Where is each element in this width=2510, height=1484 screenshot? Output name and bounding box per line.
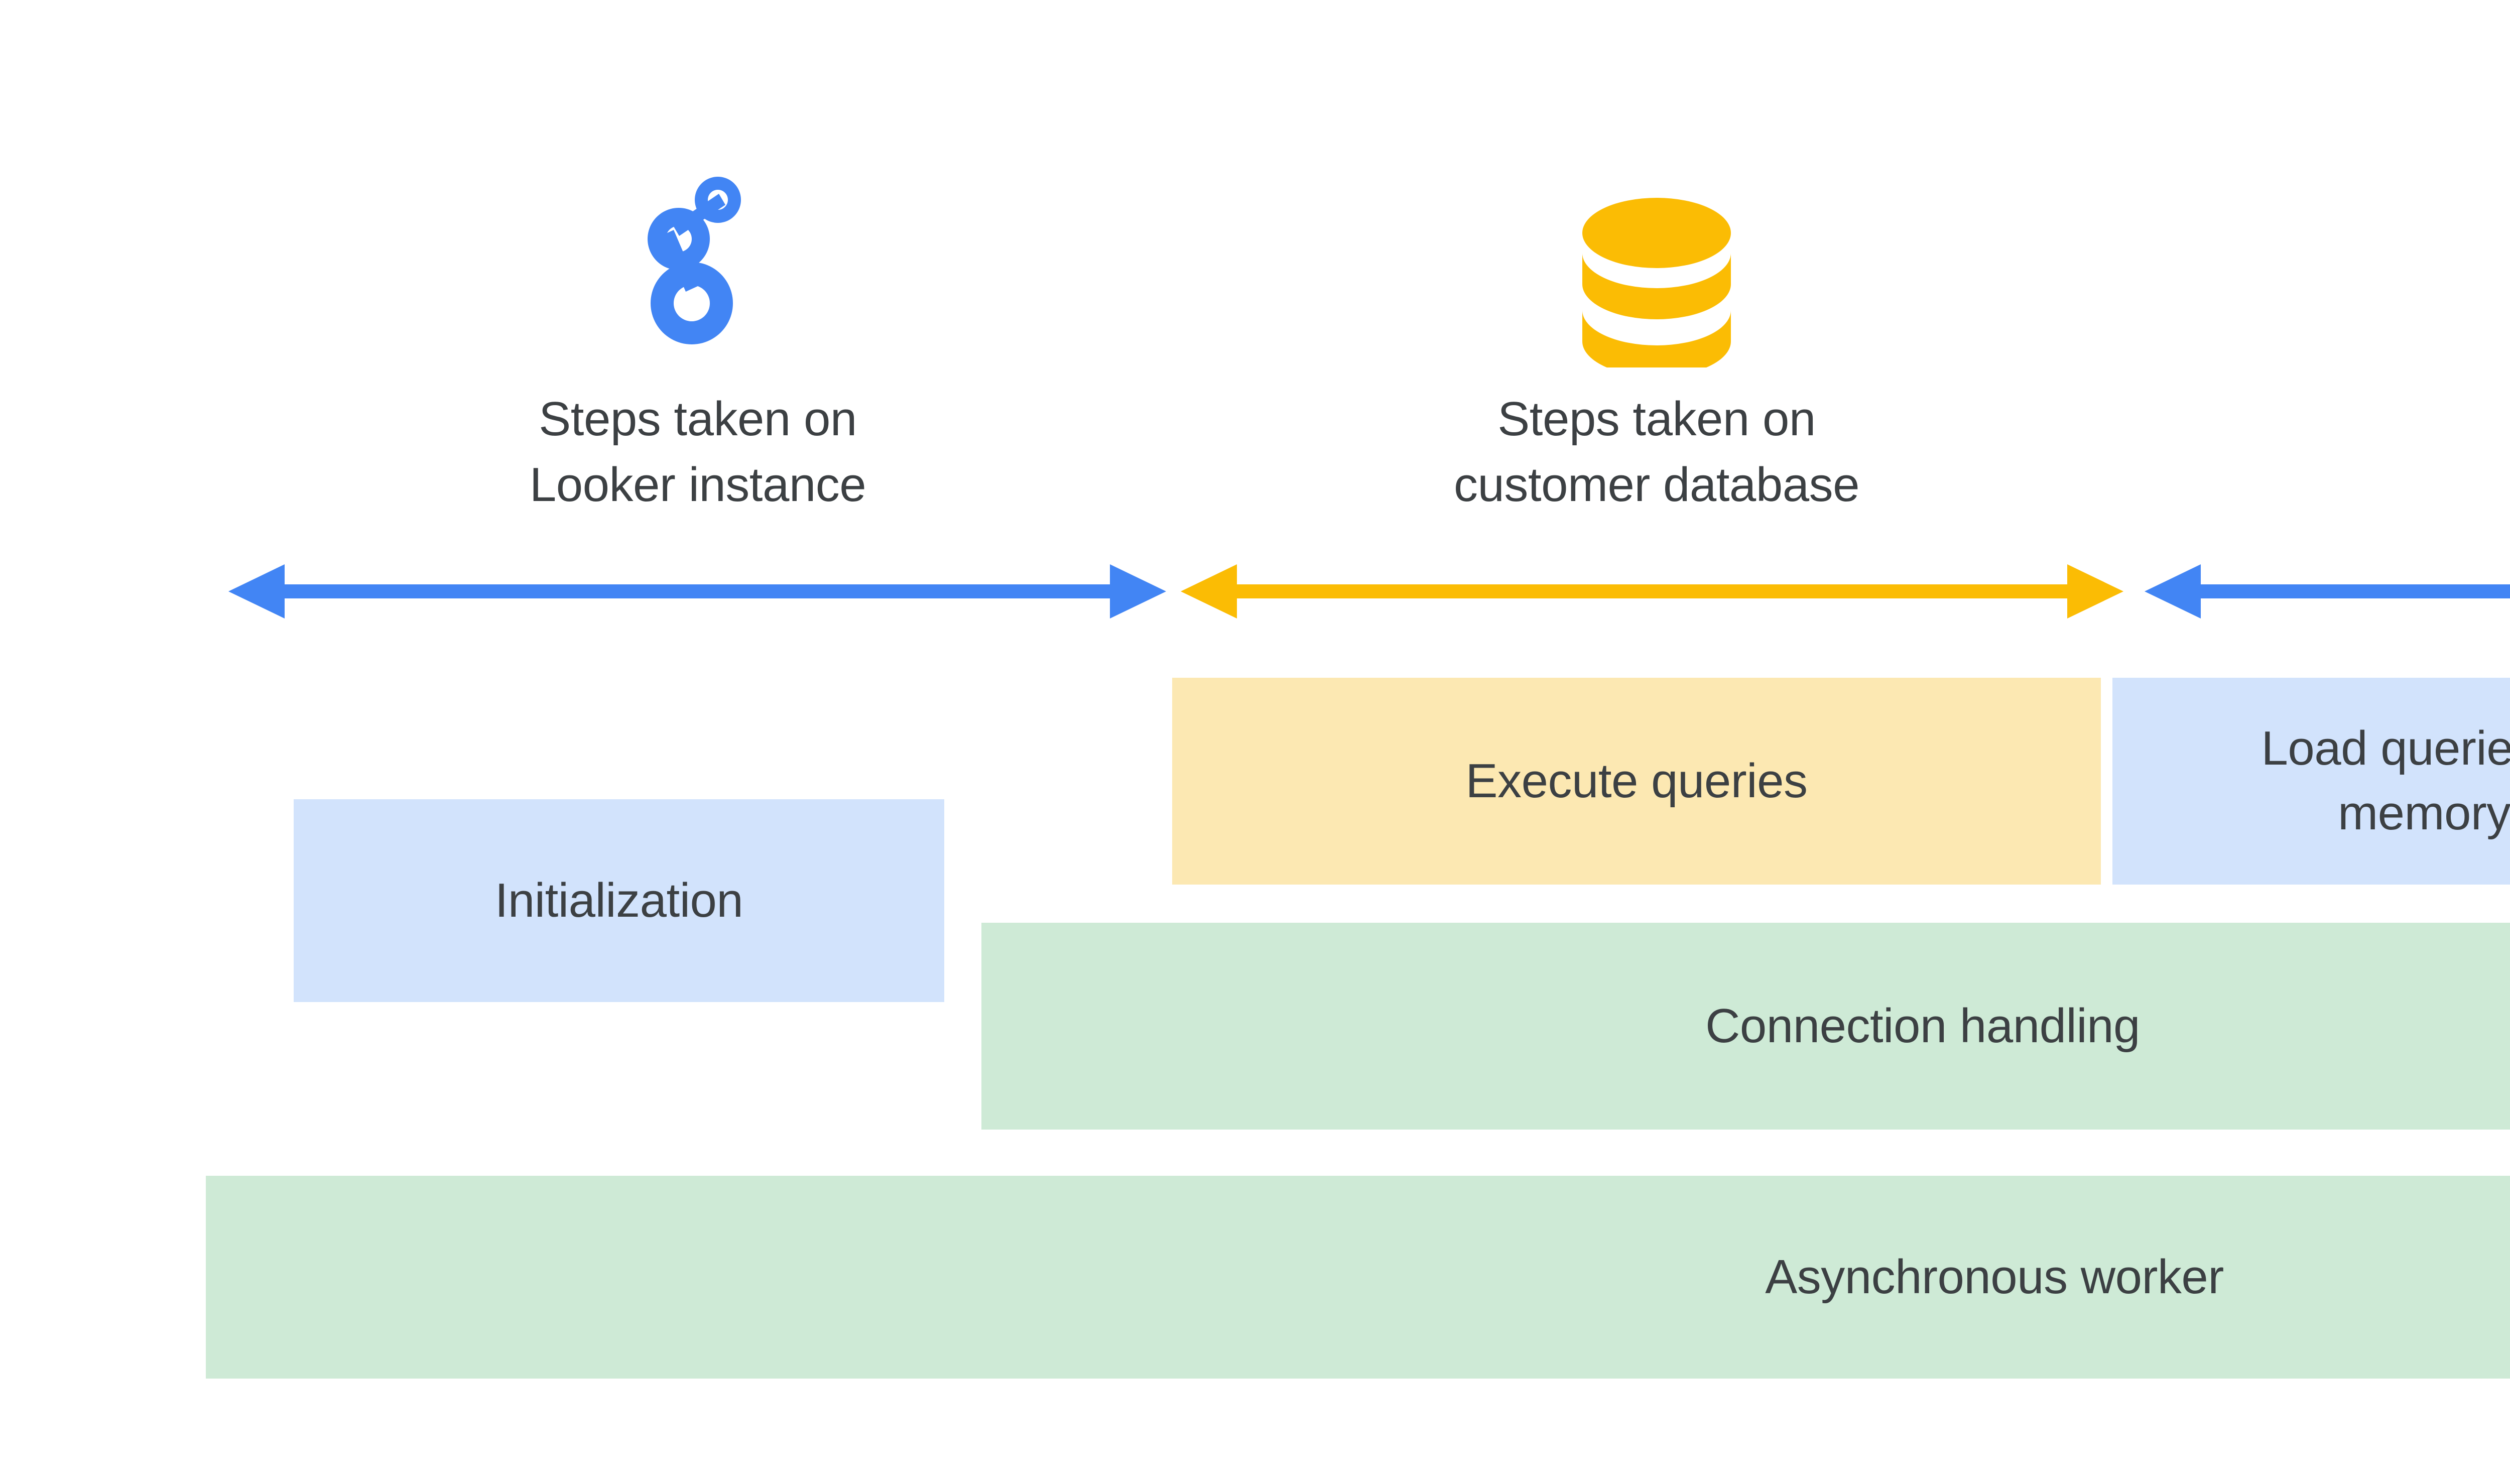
phase-box-load-queries-in-memory: Load queries in memory	[2112, 678, 2510, 885]
group-label-looker-left: Steps taken on Looker instance	[529, 392, 866, 512]
phase-box-connection-handling: Connection handling	[981, 923, 2510, 1130]
phase-box-execute-queries: Execute queries	[1172, 678, 2101, 885]
phase-box-initialization: Initialization	[294, 799, 944, 1002]
double-headed-arrow-blue-left	[228, 561, 1166, 622]
phase-box-asynchronous-worker: Asynchronous worker	[206, 1176, 2510, 1379]
double-headed-arrow-yellow	[1181, 561, 2123, 622]
database-cylinder-icon	[1581, 197, 1732, 377]
group-label-customer-database: Steps taken on customer database	[1454, 392, 1859, 512]
looker-logo-icon	[644, 172, 754, 352]
double-headed-arrow-blue-right	[2145, 561, 2510, 622]
